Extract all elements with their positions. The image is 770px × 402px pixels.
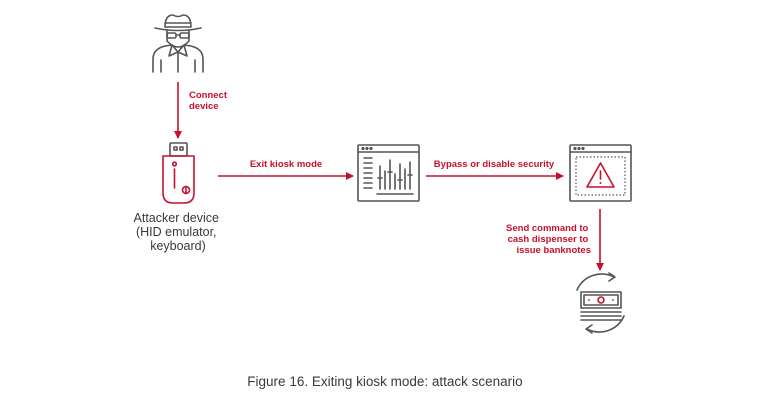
warning-window-icon (569, 144, 632, 202)
label-exit-kiosk: Exit kiosk mode (250, 159, 322, 170)
figure-caption: Figure 16. Exiting kiosk mode: attack sc… (247, 374, 522, 389)
label-bypass: Bypass or disable security (434, 159, 555, 170)
label-attacker-device: Attacker device (HID emulator, keyboard) (134, 211, 223, 253)
label-dispense: Send command to cash dispenser to issue … (506, 223, 591, 256)
usb-stick-icon (162, 142, 195, 204)
spy-icon (152, 14, 204, 73)
cash-cycle-icon (576, 272, 625, 334)
application-window-icon (357, 144, 420, 202)
label-connect: Connect device (189, 90, 230, 112)
